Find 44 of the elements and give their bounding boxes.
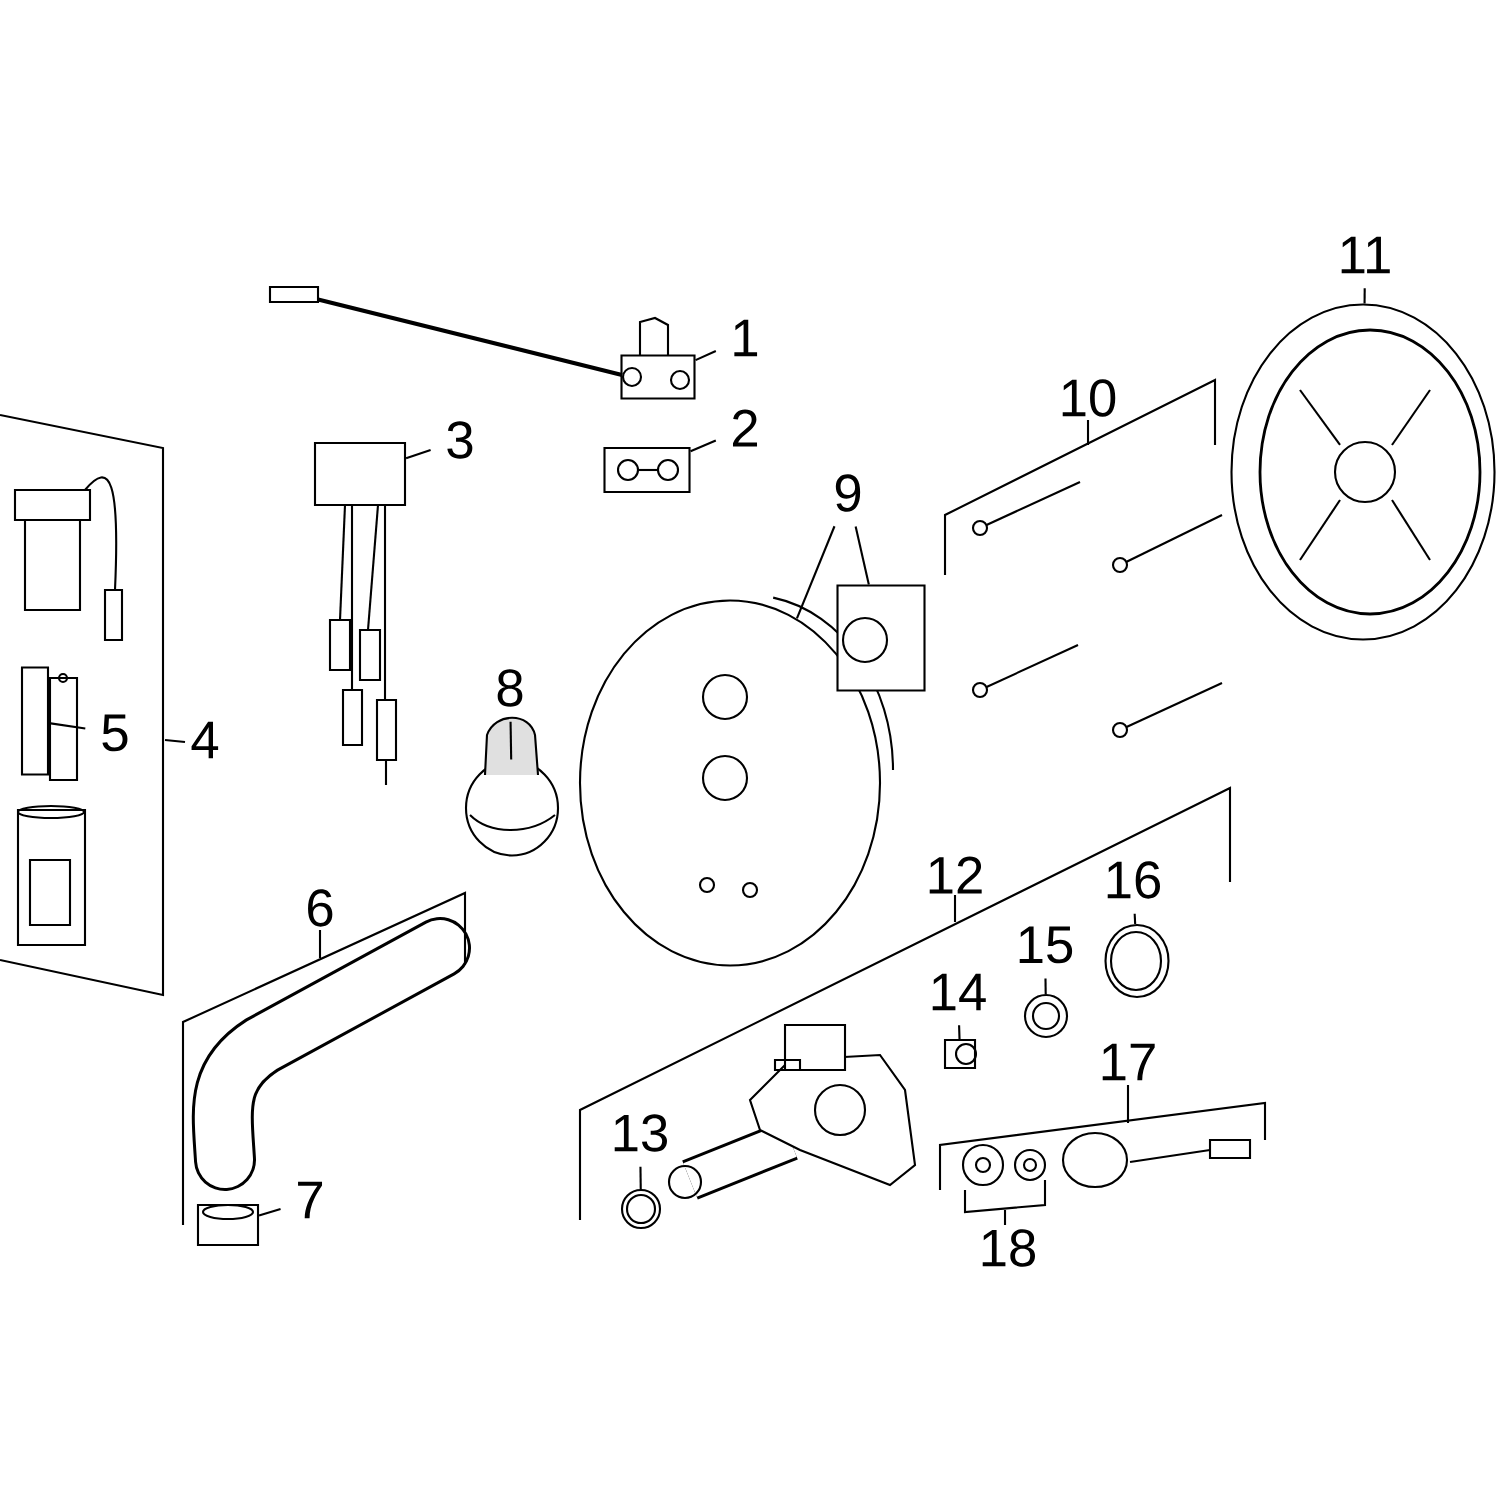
callout-number: 4 (191, 721, 219, 759)
leader-line (1044, 978, 1047, 994)
callout-number: 7 (298, 1181, 322, 1219)
nut-drawing (1023, 993, 1069, 1039)
sensor-drawing (268, 285, 696, 400)
leader-line (854, 526, 870, 585)
callout-number: 5 (102, 714, 128, 752)
callout-number: 2 (733, 409, 757, 447)
callout-number: 13 (614, 1114, 667, 1152)
callout-number: 6 (308, 889, 333, 927)
cover-plate-drawing (578, 596, 895, 967)
leader-line (1363, 288, 1366, 304)
callout-number: 15 (1019, 926, 1073, 964)
leader-line (509, 721, 513, 760)
leader-line (258, 1207, 281, 1217)
callout-number: 1 (734, 319, 758, 357)
aerator-drawing (196, 1203, 260, 1247)
insert-drawing (943, 1038, 978, 1070)
control-box-drawing (313, 441, 407, 785)
battery-drawing (20, 666, 79, 782)
ring-drawing (1230, 303, 1496, 641)
leader-line (1133, 913, 1137, 925)
leader-line (48, 722, 86, 730)
o-ring-drawing (620, 1188, 662, 1230)
leader-line (795, 525, 836, 619)
leader-line (639, 1166, 642, 1189)
callout-number: 3 (447, 421, 473, 459)
leader-line (405, 449, 431, 460)
callout-number: 12 (929, 856, 982, 894)
callout-number: 16 (1107, 861, 1160, 899)
leader-line (695, 350, 717, 362)
callout-number: 17 (1102, 1043, 1155, 1081)
plate-drawing (603, 446, 691, 494)
knob-drawing (464, 716, 560, 857)
callout-number: 14 (932, 973, 986, 1011)
callout-number: 8 (497, 669, 523, 707)
o-ring-drawing (1104, 923, 1170, 999)
cartridge-drawing (836, 584, 926, 692)
callout-number: 18 (982, 1229, 1035, 1267)
callout-number: 9 (835, 474, 861, 512)
leader-line (690, 439, 717, 453)
callout-number: 11 (1341, 236, 1390, 274)
callout-number: 10 (1062, 379, 1116, 417)
leader-line (958, 1025, 961, 1039)
